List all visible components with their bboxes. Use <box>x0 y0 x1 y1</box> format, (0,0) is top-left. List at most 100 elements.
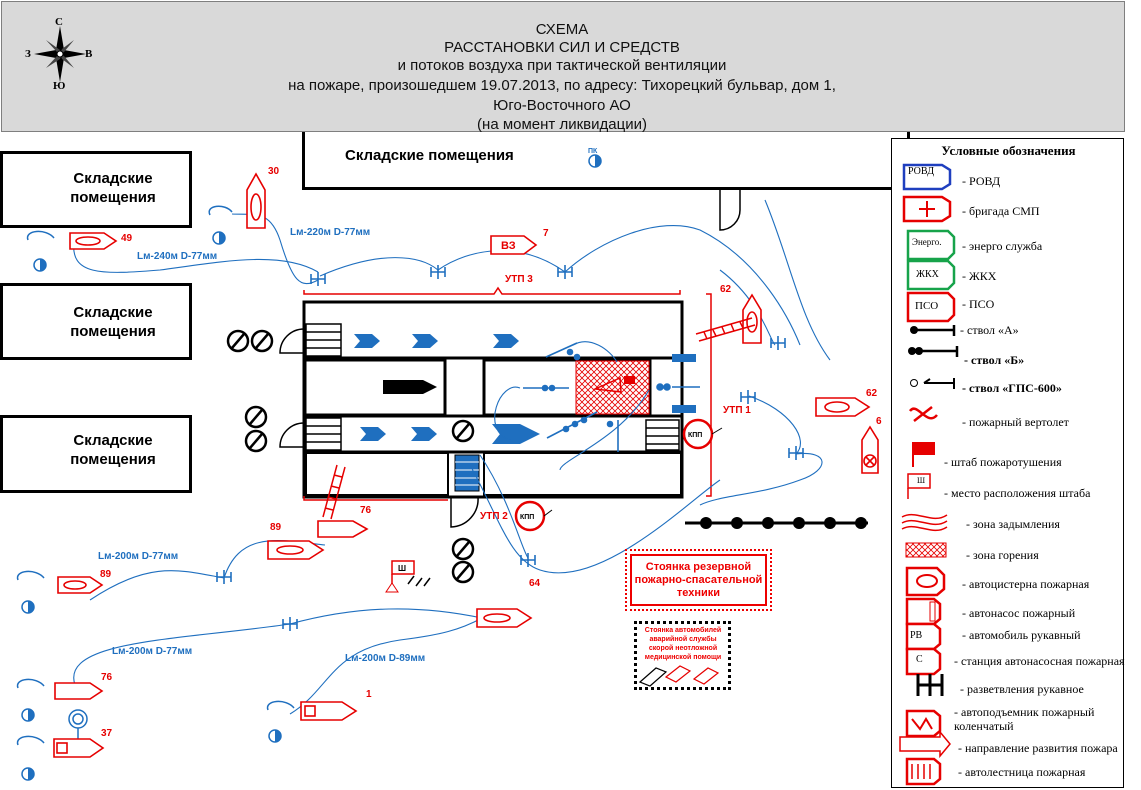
pk-label: ПК <box>588 148 598 155</box>
hose-fork-icon <box>740 389 756 405</box>
compass-rose-icon: С Ю З В <box>24 16 96 92</box>
nozzle-markers <box>523 342 700 452</box>
legend-item-rovd: - РОВД <box>962 174 1001 188</box>
legend-item-direction: - направление развития пожара <box>958 741 1118 755</box>
legend-item-helicopter: - пожарный вертолет <box>962 415 1069 429</box>
warehouse-1: Складские помещения <box>0 151 192 228</box>
legend-item-pumper: - автонасос пожарный <box>962 606 1076 620</box>
hose-label-3: Lм-200м D-77мм <box>98 551 178 562</box>
fire-direction-arrow <box>383 380 437 394</box>
hose-fork-icon <box>310 271 326 287</box>
unit-89-lower: 89 <box>100 569 112 580</box>
airflow-arrows <box>354 334 540 444</box>
legend-item-stvol-a: - ствол «А» <box>960 323 1019 337</box>
unit-64: 64 <box>529 578 541 589</box>
title-line-3: и потоков воздуха при тактической вентил… <box>397 57 727 74</box>
warehouse-2: Складские помещения <box>0 283 192 360</box>
hq-letter: Ш <box>398 564 406 573</box>
legend-item-pso: - ПСО <box>962 297 995 311</box>
title-line-5: Юго-Восточного АО <box>493 97 631 114</box>
legend-tag-rovd: РОВД <box>908 166 935 177</box>
legend-item-pump-station: - станция автонасосная пожарная <box>954 654 1125 668</box>
warehouse-top: Складские помещения <box>302 132 910 190</box>
unit-62-right: 62 <box>866 388 878 399</box>
railway-line <box>685 517 868 529</box>
title-line-2: РАССТАНОВКИ СИЛ И СРЕДСТВ <box>444 39 680 56</box>
legend-item-hose-truck: - автомобиль рукавный <box>962 628 1081 642</box>
legend-item-smoke: - зона задымления <box>966 517 1060 531</box>
legend-symbols <box>899 163 959 786</box>
unit-30: 30 <box>268 166 280 177</box>
legend-panel: Условные обозначения <box>891 138 1125 788</box>
compass-north: С <box>55 16 63 28</box>
legend-item-lift: - автоподъемник пожарный коленчатый <box>954 705 1095 733</box>
hose-entries <box>672 354 696 413</box>
title-block: С Ю З В СХЕМА РАССТАНОВКИ СИЛ И СРЕДСТВ … <box>1 1 1125 133</box>
kpp-label-2: КПП <box>520 514 534 521</box>
legend-tag-s: С <box>916 654 923 665</box>
ambulance-parking-label: Стоянка автомобилей аварийной службы ско… <box>644 627 722 661</box>
legend-item-hq: - штаб пожаротушения <box>944 455 1062 469</box>
checkpoint-markers <box>514 418 723 532</box>
compass-south: Ю <box>53 80 66 92</box>
legend-tag-pso: ПСО <box>915 300 939 312</box>
legend-item-tanker: - автоцистерна пожарная <box>962 577 1090 591</box>
unit-76-lower: 76 <box>101 672 113 683</box>
unit-76-upper: 76 <box>360 505 372 516</box>
fire-trucks <box>53 172 879 758</box>
legend-item-ladder: - автолестница пожарная <box>958 765 1086 779</box>
hose-label-4: Lм-200м D-77мм <box>112 646 192 657</box>
hose-fork-icon <box>282 616 298 632</box>
legend-item-hq-location: - место расположения штаба <box>944 486 1091 500</box>
hose-label-2: Lм-240м D-77мм <box>137 251 217 262</box>
legend-item-zhkh: - ЖКХ <box>962 269 997 283</box>
unit-vz-label: ВЗ <box>501 240 516 252</box>
legend-tag-zhkh: ЖКХ <box>916 269 939 280</box>
utp3-label: УТП 3 <box>505 274 533 285</box>
legend-item-energo: - энерго служба <box>962 239 1043 253</box>
sector-boundaries <box>303 286 712 501</box>
legend-item-stvol-b: - ствол «Б» <box>964 353 1025 367</box>
hose-label-5: Lм-200м D-89мм <box>345 653 425 664</box>
unit-6: 6 <box>876 416 882 427</box>
hose-fork-icon <box>520 552 536 568</box>
title-line-6: (на момент ликвидации) <box>477 116 647 133</box>
ambulance-parking: Стоянка автомобилей аварийной службы ско… <box>634 621 731 690</box>
utp1-label: УТП 1 <box>723 405 751 416</box>
title-line-1: СХЕМА <box>535 21 589 38</box>
legend-title: Условные обозначения <box>941 143 1076 158</box>
hose-fork-icon <box>770 335 786 351</box>
ambulance-icons <box>638 665 720 687</box>
title-line-4: на пожаре, произошедшем 19.07.2013, по а… <box>288 77 836 94</box>
hq-marker <box>385 560 431 593</box>
legend-tag-energo: Энерго. <box>912 237 942 247</box>
legend-item-fork: - разветвления рукавное <box>960 682 1084 696</box>
kpp-label-1: КПП <box>688 432 702 439</box>
legend-tag-shtab: Ш <box>917 476 926 485</box>
unit-89-upper: 89 <box>270 522 282 533</box>
fire-zone <box>575 360 650 415</box>
hose-fork-icon <box>788 445 804 461</box>
smoke-exhausters <box>226 329 475 584</box>
unit-7: 7 <box>543 228 549 239</box>
unit-62-top: 62 <box>720 284 732 295</box>
unit-1: 1 <box>366 689 372 700</box>
compass-east: В <box>85 48 93 60</box>
hose-fork-icon <box>216 569 232 585</box>
compass-west: З <box>25 48 31 60</box>
legend-tag-rv: РВ <box>910 630 923 641</box>
reserve-parking: Стоянка резервной пожарно-спасательной т… <box>625 549 772 611</box>
legend-item-smp: - бригада СМП <box>962 204 1040 218</box>
hose-label-1: Lм-220м D-77мм <box>290 227 370 238</box>
unit-49: 49 <box>121 233 133 244</box>
legend-item-burning: - зона горения <box>966 548 1039 562</box>
reserve-parking-label: Стоянка резервной пожарно-спасательной т… <box>630 554 767 606</box>
utp2-label: УТП 2 <box>480 511 508 522</box>
fire-ladders <box>322 317 756 520</box>
water-sources <box>16 154 602 781</box>
legend-item-gps: - ствол «ГПС-600» <box>962 381 1062 395</box>
warehouse-3: Складские помещения <box>0 415 192 493</box>
unit-37: 37 <box>101 728 113 739</box>
